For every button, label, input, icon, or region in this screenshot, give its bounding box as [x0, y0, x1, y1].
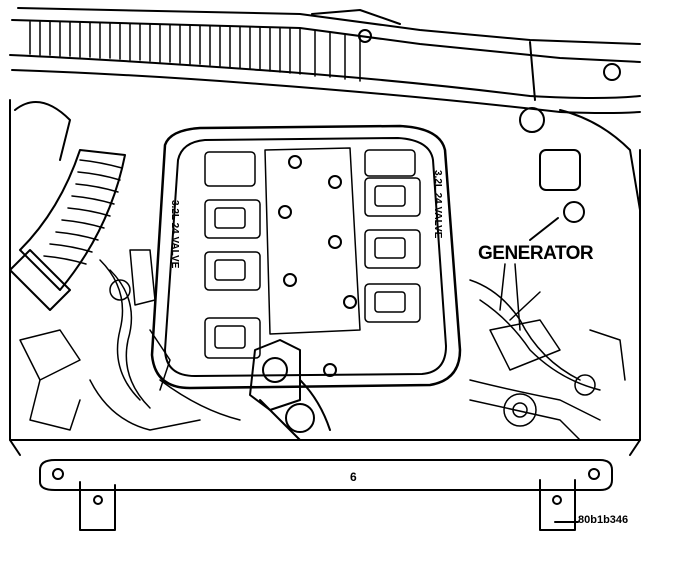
generator-callout: GENERATOR	[478, 243, 594, 264]
compartment-border	[9, 99, 641, 523]
throttle-body	[249, 339, 337, 441]
cover-text-left: 3.2L 24 VALVE	[169, 200, 180, 269]
cover-text-right: 3.2L 24 VALVE	[432, 170, 443, 239]
callout-six: 6	[350, 470, 357, 484]
generator-leaders	[499, 263, 521, 331]
front-crossmember	[39, 459, 613, 531]
air-intake-hose	[9, 101, 126, 311]
engine-cover	[150, 124, 462, 390]
left-harness	[19, 249, 241, 431]
generator-area	[469, 279, 626, 441]
cowl-panel	[9, 7, 641, 114]
right-fender	[519, 107, 641, 241]
figure-id: 80b1b346	[578, 514, 629, 526]
